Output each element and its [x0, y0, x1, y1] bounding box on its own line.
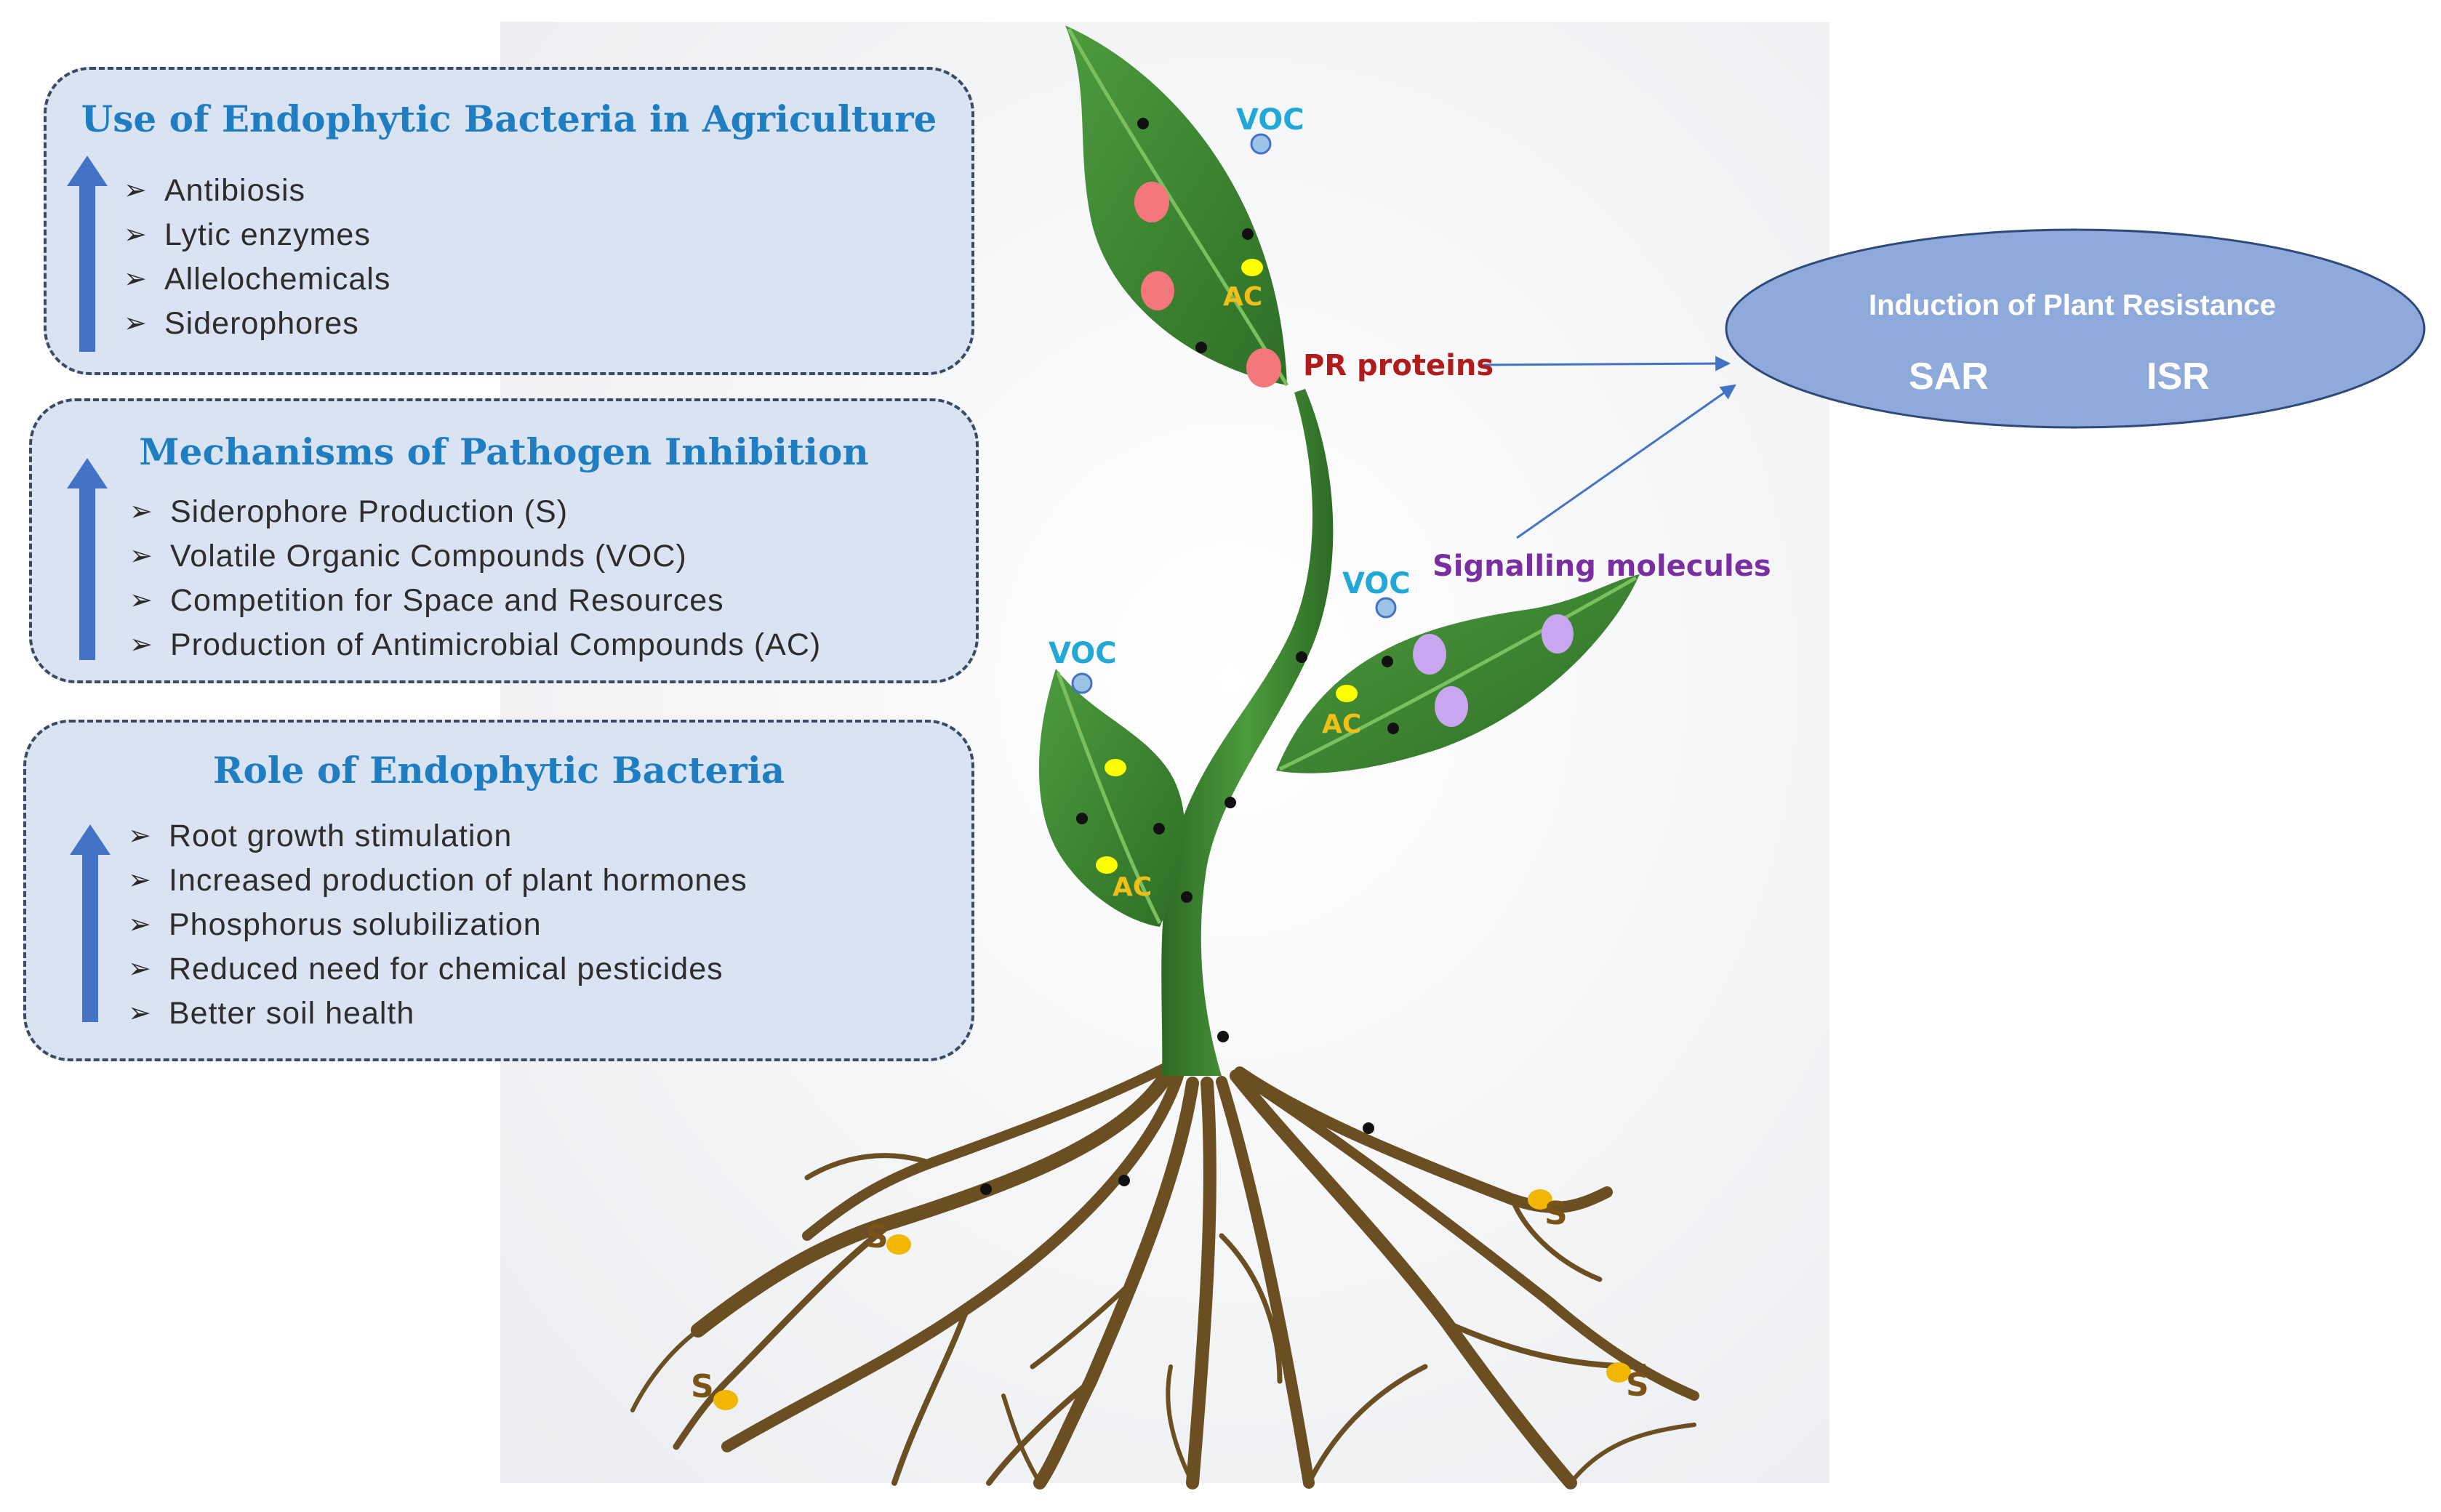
agriculture-use-panel: Use of Endophytic Bacteria in Agricultur… [44, 67, 974, 375]
bullet-arrow-icon: ➢ [128, 998, 152, 1029]
bullet-arrow-icon: ➢ [128, 954, 152, 984]
list-item: ➢Root growth stimulation [128, 814, 747, 858]
voc-bubbles [1071, 133, 1397, 694]
endophyte-dots [980, 118, 1399, 1195]
signalling-spots [1413, 614, 1574, 727]
endophyte-role-panel: Role of Endophytic Bacteria ➢Root growth… [23, 720, 974, 1061]
resistance-ellipse [1725, 228, 2426, 429]
increase-arrow-icon [67, 458, 108, 660]
isr-label: ISR [2147, 355, 2210, 398]
top-leaf [1065, 25, 1289, 387]
bullet-arrow-icon: ➢ [129, 630, 153, 660]
panel-title: Role of Endophytic Bacteria [212, 749, 785, 792]
list-item: ➢Phosphorus solubilization [128, 903, 747, 947]
list-item: ➢Increased production of plant hormones [128, 858, 747, 903]
siderophore-label: S [1544, 1195, 1568, 1232]
bullet-arrow-icon: ➢ [129, 496, 153, 527]
increase-arrow-icon [70, 824, 111, 1022]
list-item: ➢Allelochemicals [124, 257, 390, 302]
panel-title: Mechanisms of Pathogen Inhibition [139, 430, 869, 473]
increase-arrow-icon [67, 156, 108, 352]
ac-label: AC [1322, 709, 1362, 739]
left-leaf [1038, 669, 1185, 927]
siderophore-label: S [865, 1218, 889, 1255]
list-item: ➢Volatile Organic Compounds (VOC) [129, 534, 821, 579]
ac-label: AC [1223, 282, 1263, 312]
list-item: ➢Competition for Space and Resources [129, 579, 821, 623]
list-item: ➢Siderophores [124, 302, 390, 346]
bullet-arrow-icon: ➢ [128, 909, 152, 940]
list-item: ➢Siderophore Production (S) [129, 490, 821, 534]
bullet-arrow-icon: ➢ [124, 308, 148, 339]
ac-dots [1096, 259, 1358, 874]
bullet-arrow-icon: ➢ [124, 175, 148, 206]
signalling-to-resistance-arrow [1516, 384, 1736, 539]
bullet-arrow-icon: ➢ [129, 541, 153, 571]
voc-label: VOC [1049, 637, 1117, 670]
bullet-arrow-icon: ➢ [128, 821, 152, 851]
list-item: ➢Lytic enzymes [124, 213, 390, 257]
pr-proteins-label: PR proteins [1303, 349, 1494, 382]
plant-stem [1161, 389, 1334, 1076]
siderophore-label: S [691, 1368, 714, 1405]
root-system [630, 1061, 1699, 1489]
list-item: ➢Antibiosis [124, 169, 390, 213]
bullet-arrow-icon: ➢ [129, 585, 153, 616]
bullet-arrow-icon: ➢ [128, 865, 152, 896]
endophyte-role-list: ➢Root growth stimulation ➢Increased prod… [128, 814, 747, 1036]
pr-protein-spots [1134, 182, 1281, 387]
pathogen-inhibition-list: ➢Siderophore Production (S) ➢Volatile Or… [129, 490, 821, 667]
list-item: ➢Production of Antimicrobial Compounds (… [129, 623, 821, 667]
voc-label: VOC [1236, 103, 1304, 137]
siderophore-dots [713, 1189, 1631, 1410]
bullet-arrow-icon: ➢ [124, 264, 148, 294]
list-item: ➢Reduced need for chemical pesticides [128, 947, 747, 992]
agriculture-use-list: ➢Antibiosis ➢Lytic enzymes ➢Allelochemic… [124, 169, 390, 346]
signalling-molecules-label: Signalling molecules [1432, 550, 1771, 583]
pr-to-resistance-arrow [1483, 355, 1731, 371]
siderophore-label: S [1626, 1367, 1649, 1404]
voc-label: VOC [1342, 567, 1411, 600]
panel-title: Use of Endophytic Bacteria in Agricultur… [81, 97, 937, 140]
bullet-arrow-icon: ➢ [124, 220, 148, 250]
ac-label: AC [1113, 872, 1153, 902]
sar-label: SAR [1909, 355, 1989, 398]
pathogen-inhibition-panel: Mechanisms of Pathogen Inhibition ➢Sider… [29, 398, 979, 683]
list-item: ➢Better soil health [128, 992, 747, 1036]
resistance-title: Induction of Plant Resistance [1868, 289, 2277, 321]
